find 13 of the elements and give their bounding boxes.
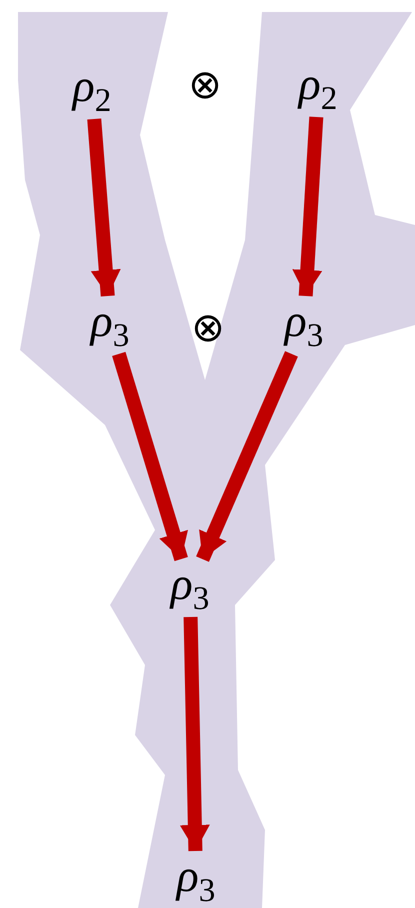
density-symbol: ρ$_{3}$ (90, 298, 130, 352)
tensor-product-symbol: ⊗ (191, 308, 225, 348)
arrow (112, 352, 188, 562)
arrow (196, 351, 298, 562)
density-symbol: ρ$_{2}$ (72, 62, 112, 118)
arrow (292, 116, 324, 296)
density-symbol: ρ$_{3}$ (176, 852, 216, 908)
density-symbol: ρ$_{2}$ (298, 60, 338, 116)
arrow (87, 118, 121, 296)
arrow (180, 616, 210, 852)
tensor-product-symbol: ⊗ (188, 65, 222, 105)
density-symbol: ρ$_{3}$ (284, 298, 324, 352)
density-symbol: ρ$_{3}$ (170, 560, 210, 616)
